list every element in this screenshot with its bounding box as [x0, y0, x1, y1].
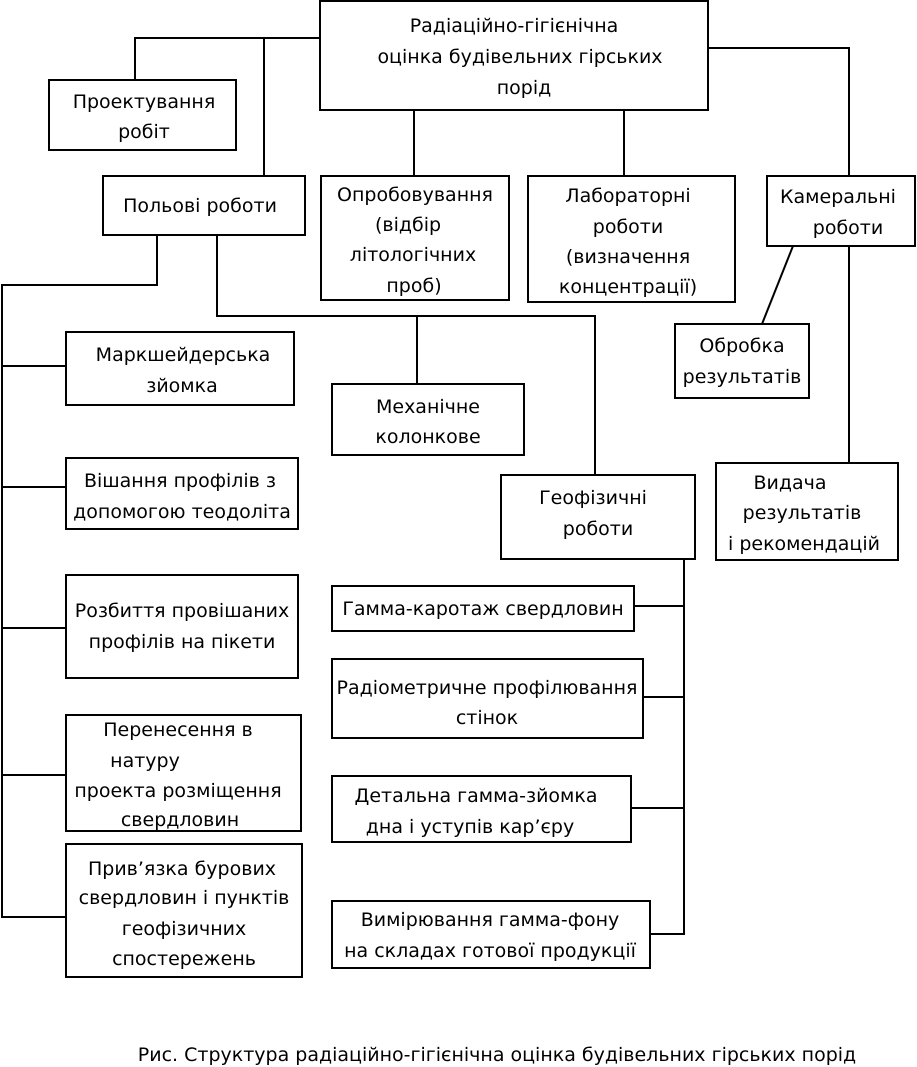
node-lab: Лабораторні роботи (визначення концентра…: [527, 175, 736, 303]
node-radiometric: Радіометричне профілювання стінок: [331, 658, 644, 739]
node-staking-line-1: Розбиття провішаних: [75, 600, 289, 622]
node-background: Вимірювання гамма-фону на складах готово…: [331, 900, 651, 969]
node-issuance-line-1: Видача: [753, 472, 826, 494]
node-detailed-line-1: Детальна гамма-зйомка: [354, 785, 597, 807]
connector-field-left-bus: [1, 235, 158, 918]
node-background-line-1: Вимірювання гамма-фону: [361, 909, 620, 931]
connector-office-processing: [761, 245, 794, 325]
node-root-line-1: Радіаційно-гігієнічна: [410, 15, 619, 37]
node-lab-line-3: (визначення: [566, 246, 690, 268]
node-sampling-line-2: (відбір: [375, 214, 441, 236]
node-transfer-line-1: Перенесення в: [103, 719, 253, 741]
node-hanging-line-2: допомогою теодоліта: [73, 501, 291, 523]
node-office-line-2: роботи: [813, 217, 883, 239]
node-geophys-line-1: Геофізичні: [539, 487, 647, 509]
node-survey-line-2: зйомка: [146, 375, 218, 397]
node-transfer-line-3: проекта розміщення: [74, 780, 281, 802]
node-hanging-line-1: Вішання профілів з: [84, 470, 276, 492]
node-mechanical-line-1: Механічне: [376, 396, 480, 418]
node-issuance-line-2: результатів: [743, 502, 862, 524]
node-lab-line-4: концентрації): [559, 276, 697, 298]
node-tying: Прив’язка бурових свердловин і пунктів г…: [65, 843, 303, 978]
node-field-line-1: Польові роботи: [123, 195, 277, 217]
node-field: Польові роботи: [102, 175, 306, 236]
connector-root-left: [134, 37, 320, 176]
node-radiometric-line-1: Радіометричне профілювання: [337, 677, 638, 699]
node-gamma-logging-line-1: Гамма-каротаж свердловин: [342, 598, 623, 620]
connector-root-right: [708, 47, 850, 176]
node-transfer-line-4: свердловин: [121, 809, 239, 831]
node-processing-line-2: результатів: [683, 366, 802, 388]
node-design-line-1: Проектування: [73, 91, 216, 113]
node-staking: Розбиття провішаних профілів на пікети: [65, 574, 299, 679]
node-tying-line-1: Прив’язка бурових: [88, 858, 276, 880]
node-root-line-3: порід: [497, 77, 552, 99]
node-survey: Маркшейдерська зйомка: [65, 331, 295, 406]
node-tying-line-4: спостережень: [112, 948, 256, 970]
node-lab-line-1: Лабораторні: [565, 185, 690, 207]
node-sampling: Опробовування (відбір літологічних проб): [320, 175, 510, 301]
connector-geophys-bus: [631, 559, 685, 935]
node-gamma-logging: Гамма-каротаж свердловин: [331, 585, 635, 632]
node-issuance: Видача результатів і рекомендацій: [715, 462, 899, 561]
node-transfer: Перенесення в натуру проекта розміщення …: [65, 714, 302, 832]
node-sampling-line-1: Опробовування: [337, 184, 493, 206]
node-issuance-line-3: і рекомендацій: [728, 533, 880, 555]
node-processing-line-1: Обробка: [699, 335, 784, 357]
node-staking-line-2: профілів на пікети: [89, 631, 276, 653]
node-tying-line-2: свердловин і пунктів: [79, 887, 290, 909]
node-sampling-line-4: проб): [386, 275, 441, 297]
node-processing: Обробка результатів: [674, 323, 810, 399]
node-hanging: Вішання профілів з допомогою теодоліта: [65, 457, 299, 530]
node-detailed-line-2: дна і уступів кар’єру: [366, 816, 574, 838]
node-mechanical-line-2: колонкове: [375, 426, 480, 448]
figure-caption: Рис. Структура радіаційно-гігієнічна оці…: [138, 1044, 856, 1066]
node-mechanical: Механічне колонкове: [331, 383, 525, 456]
node-root: Радіаційно-гігієнічна оцінка будівельних…: [319, 0, 709, 111]
node-detailed: Детальна гамма-зйомка дна і уступів кар’…: [331, 775, 632, 843]
node-radiometric-line-2: стінок: [456, 707, 518, 729]
node-design: Проектування робіт: [48, 79, 237, 151]
node-geophys: Геофізичні роботи: [500, 474, 696, 560]
node-tying-line-3: геофізичних: [122, 918, 247, 940]
node-survey-line-1: Маркшейдерська: [96, 344, 271, 366]
node-background-line-2: на складах готової продукції: [344, 940, 636, 962]
node-transfer-line-2: натуру: [110, 750, 180, 772]
node-office: Камеральні роботи: [766, 175, 916, 247]
node-root-line-2: оцінка будівельних гірських: [377, 46, 662, 68]
node-sampling-line-3: літологічних: [350, 244, 476, 266]
connectors: [1, 37, 850, 935]
node-office-line-1: Камеральні: [780, 186, 896, 208]
connector-field-right-bus: [216, 235, 596, 475]
node-lab-line-2: роботи: [593, 216, 663, 238]
node-geophys-line-2: роботи: [563, 518, 633, 540]
node-design-line-2: робіт: [118, 121, 170, 143]
